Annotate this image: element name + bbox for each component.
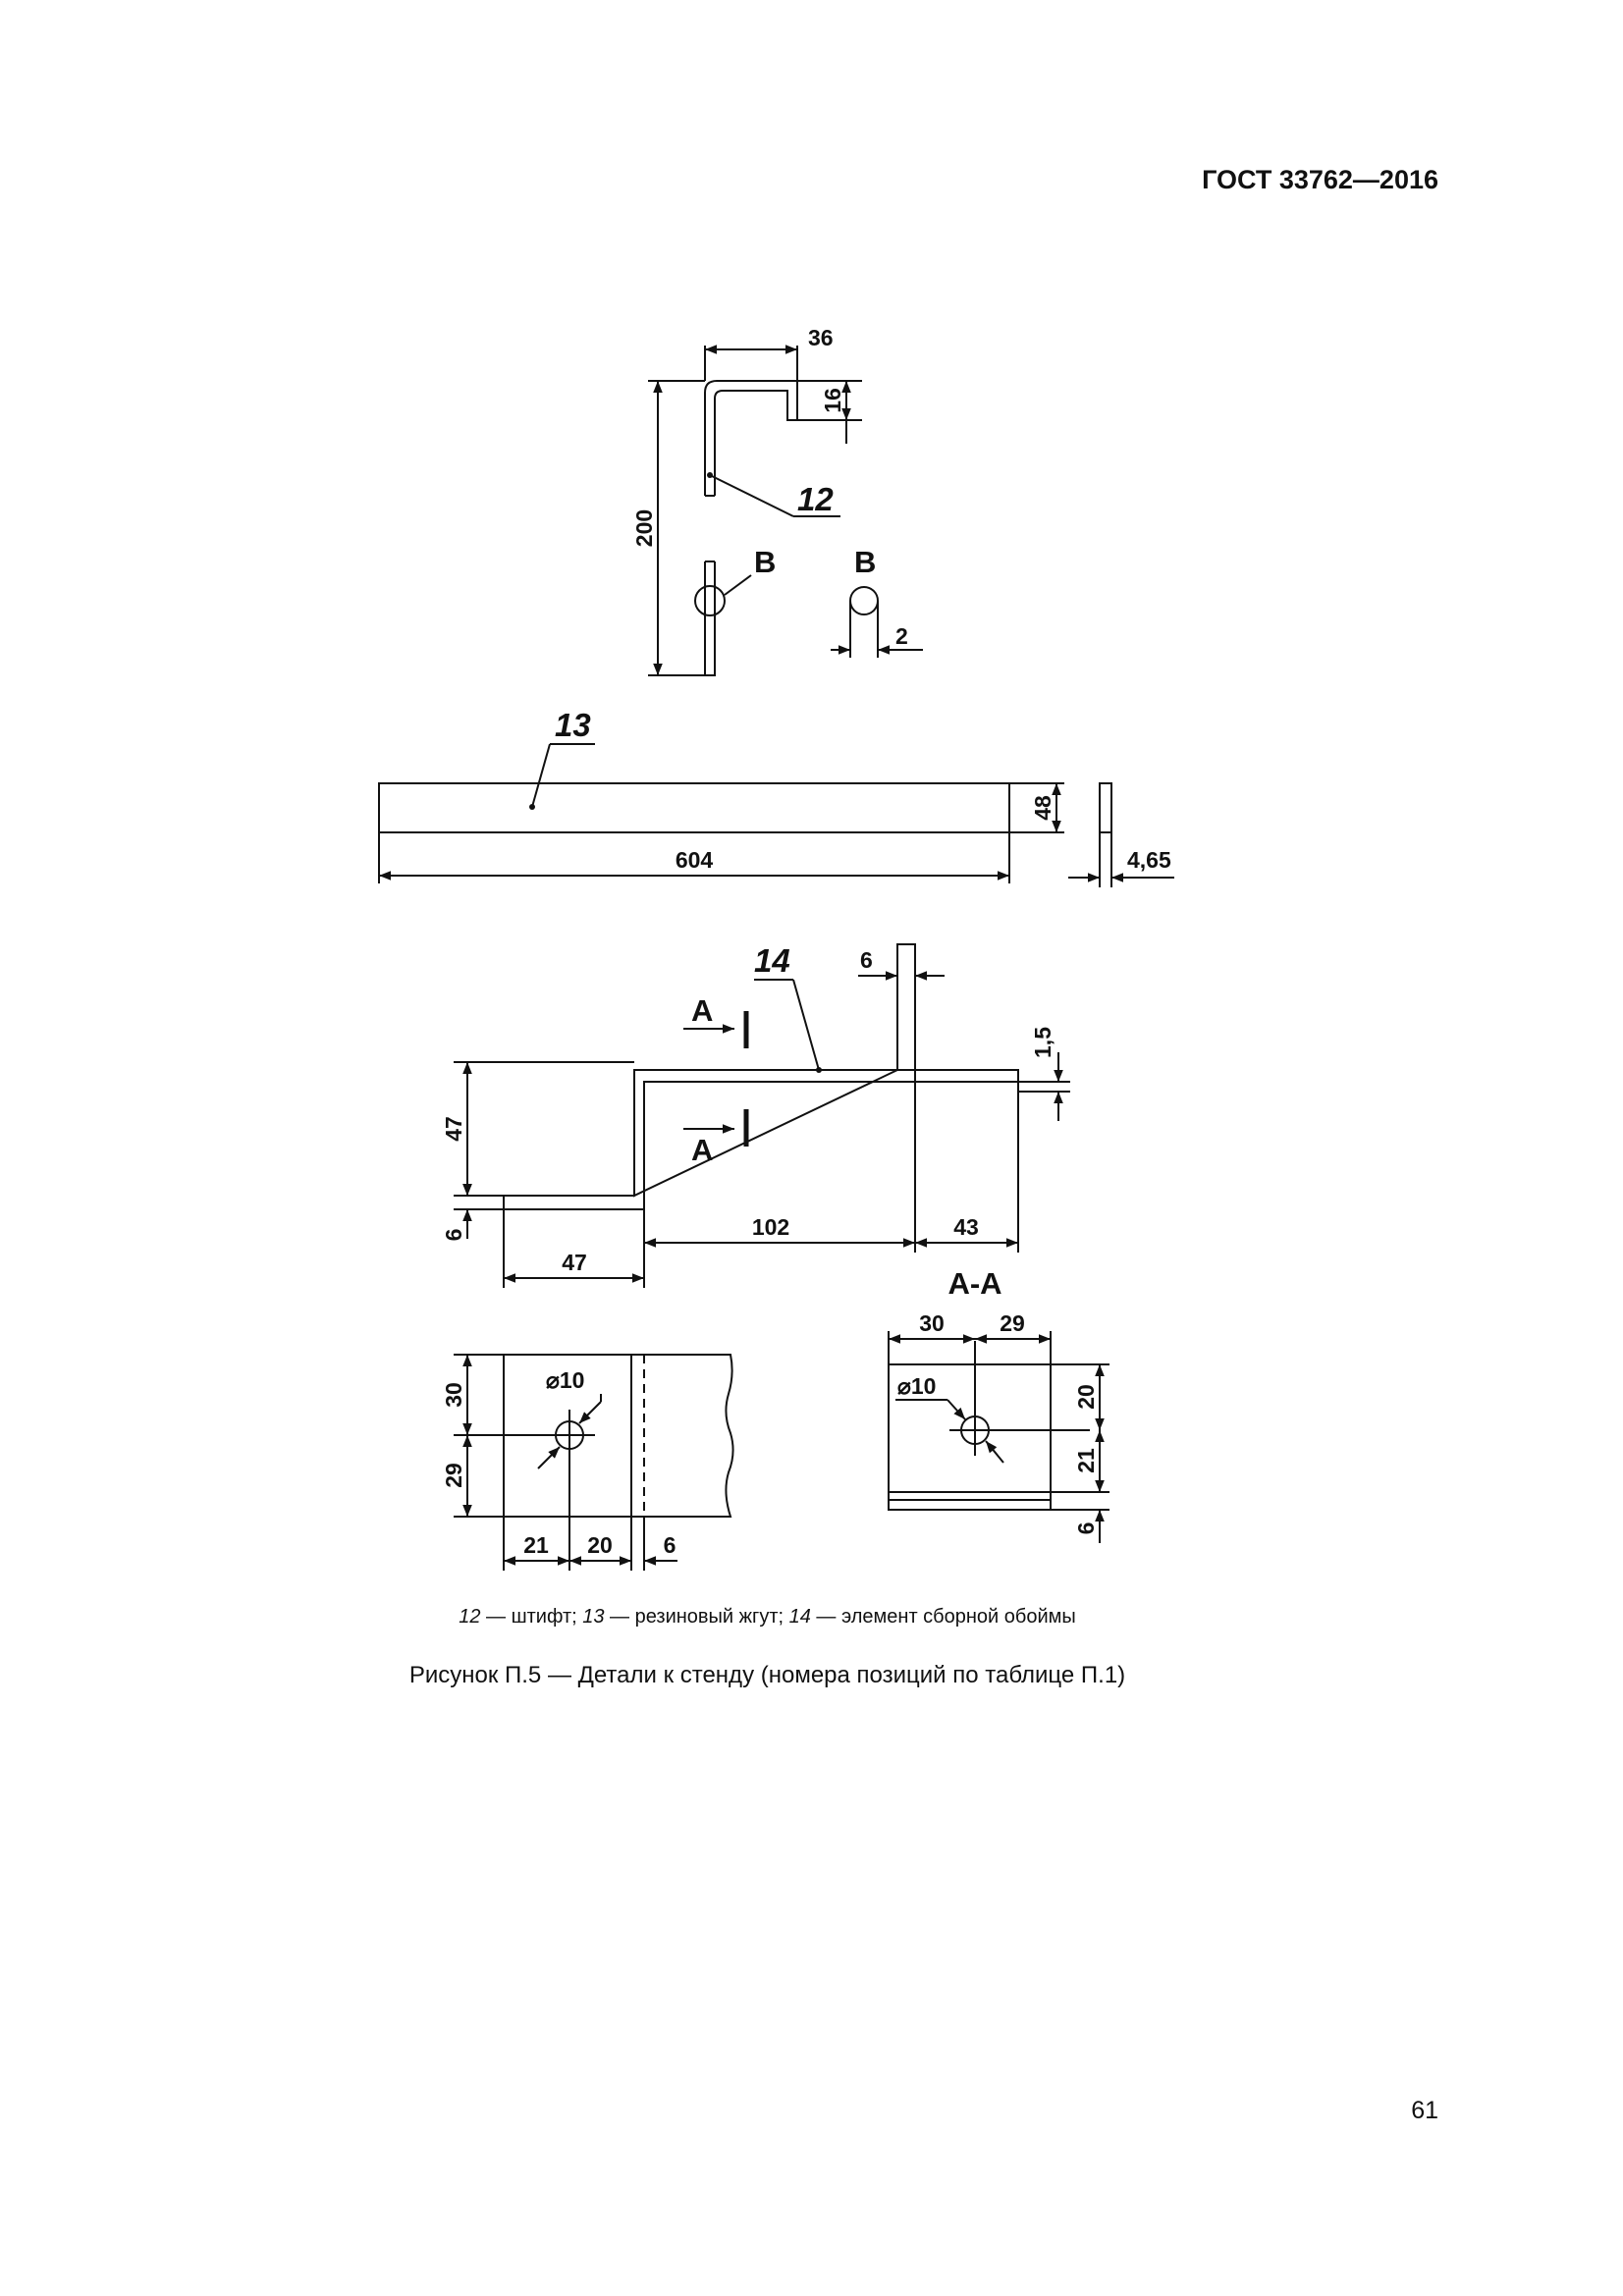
legend-text-13: — резиновый жгут; — [604, 1606, 789, 1628]
plan-bottom-label: 29 — [441, 1463, 466, 1488]
pin-drawing: В 36 16 200 12 В 2 — [631, 325, 923, 676]
pin-hook-label: 16 — [820, 388, 845, 413]
section-view: А-А ⌀10 30 29 20 21 6 — [888, 1266, 1109, 1543]
pin-position-label: 12 — [797, 481, 834, 517]
cage-rise-label: 47 — [441, 1116, 466, 1142]
figure-legend: 12 — штифт; 13 — резиновый жгут; 14 — эл… — [0, 1606, 1535, 1629]
pin-detail-label: В — [754, 545, 776, 579]
legend-num-12: 12 — [459, 1606, 481, 1628]
pin-width-label: 36 — [808, 325, 834, 350]
cage-base-thickness-label: 6 — [441, 1229, 466, 1242]
section-outline — [888, 1363, 1052, 1511]
section-view-title: А-А — [947, 1266, 1001, 1301]
pin-height-label: 200 — [631, 509, 657, 547]
cage-end-length-label: 43 — [953, 1214, 979, 1240]
plan-edge-label: 6 — [664, 1532, 676, 1558]
section-right-label: 29 — [1000, 1310, 1025, 1336]
cage-element-position-label: 14 — [754, 942, 790, 979]
section-hole-label: ⌀10 — [897, 1373, 936, 1399]
cage-element-drawing: 14 А А 6 1,5 47 6 47 — [441, 942, 1070, 1288]
section-left-label: 30 — [919, 1310, 945, 1336]
cage-flange-label: 6 — [860, 947, 873, 973]
pin-diameter-label: 2 — [895, 623, 908, 649]
plan-right-label: 20 — [587, 1532, 613, 1558]
band-position-label: 13 — [555, 707, 591, 743]
band-end-view — [1099, 782, 1112, 833]
cage-thickness-label: 1,5 — [1030, 1027, 1055, 1058]
plan-left-label: 21 — [523, 1532, 549, 1558]
legend-text-12: — штифт; — [480, 1606, 583, 1628]
legend-num-13: 13 — [582, 1606, 605, 1628]
pin-outline-lower — [704, 561, 716, 676]
band-length-label: 604 — [676, 847, 714, 873]
page-number: 61 — [1411, 2097, 1438, 2124]
band-width-label: 48 — [1030, 795, 1055, 821]
band-thickness-label: 4,65 — [1127, 847, 1171, 873]
pin-detail-view-title: В — [854, 545, 876, 579]
band-drawing: 13 604 48 4,65 — [378, 707, 1174, 887]
plan-top-label: 30 — [441, 1382, 466, 1408]
plan-hole-label: ⌀10 — [546, 1367, 584, 1393]
figure-caption: Рисунок П.5 — Детали к стенду (номера по… — [408, 1662, 1126, 1688]
document-header: ГОСТ 33762—2016 — [1202, 165, 1438, 194]
detail-circle — [694, 585, 726, 616]
plan-outline — [503, 1354, 734, 1518]
plan-view: ⌀10 30 29 21 20 6 — [441, 1354, 734, 1571]
legend-num-14: 14 — [788, 1606, 811, 1628]
cage-middle-length-label: 102 — [752, 1214, 789, 1240]
section-mark-upper: А — [691, 993, 713, 1028]
pin-outline-upper — [704, 380, 798, 496]
section-top-label: 20 — [1073, 1384, 1099, 1410]
band-outline — [378, 782, 1010, 833]
section-mark-lower: А — [691, 1133, 713, 1167]
section-edge-label: 6 — [1073, 1522, 1099, 1535]
cage-base-length-label: 47 — [562, 1250, 587, 1275]
legend-text-14: — элемент сборной обоймы — [810, 1606, 1076, 1628]
section-bottom-label: 21 — [1073, 1448, 1099, 1473]
detail-view-circle — [849, 586, 879, 615]
cage-element-profile — [503, 943, 1019, 1210]
